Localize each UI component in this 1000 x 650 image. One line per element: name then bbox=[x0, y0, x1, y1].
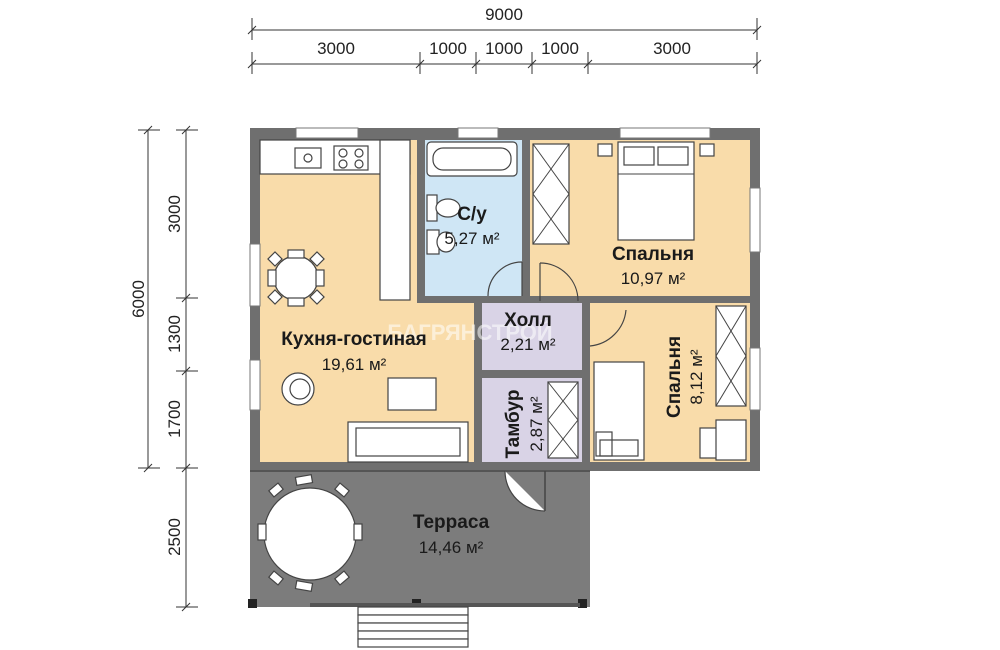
dim-left-seg-3: 1700 bbox=[165, 400, 184, 438]
door-swing bbox=[487, 261, 523, 297]
vestibule-furniture bbox=[504, 381, 579, 512]
bedroom1-name: Спальня bbox=[612, 244, 694, 265]
desk bbox=[715, 419, 747, 461]
vestibule-area: 2,87 м² bbox=[527, 396, 546, 451]
dining-table bbox=[273, 255, 319, 301]
bedroom1-area: 10,97 м² bbox=[621, 269, 686, 288]
desk-chair bbox=[699, 427, 719, 459]
kitchen-name: Кухня-гостиная bbox=[281, 329, 427, 350]
double-bed bbox=[617, 141, 695, 241]
hall-area: 2,21 м² bbox=[500, 335, 555, 354]
door-swing bbox=[539, 262, 579, 302]
wardrobe bbox=[547, 381, 579, 459]
kitchen-cabinet bbox=[379, 139, 411, 301]
bedroom2-furniture bbox=[589, 305, 747, 461]
vestibule-name: Тамбур bbox=[503, 390, 524, 459]
entrance-door-swing bbox=[504, 470, 546, 512]
single-bed bbox=[593, 361, 645, 461]
bathroom-fixtures bbox=[426, 141, 523, 297]
coffee-table bbox=[387, 377, 437, 411]
bathroom-area: 5,27 м² bbox=[444, 229, 499, 248]
door-swing bbox=[589, 309, 627, 347]
windows bbox=[249, 127, 761, 411]
wardrobe bbox=[715, 305, 747, 407]
dim-left-seg-2: 1300 bbox=[165, 315, 184, 353]
hall-floor bbox=[482, 303, 582, 372]
terrace-furniture bbox=[257, 473, 363, 593]
dim-top-seg-4: 1000 bbox=[541, 39, 579, 58]
dim-top-seg-2: 1000 bbox=[429, 39, 467, 58]
terrace-table bbox=[263, 487, 357, 581]
watermark: БАГРЯНСТРОЙ bbox=[387, 320, 552, 345]
armchair bbox=[281, 372, 315, 406]
sofa bbox=[347, 421, 469, 463]
dim-top-seg-1: 3000 bbox=[317, 39, 355, 58]
nightstand bbox=[699, 143, 715, 157]
bedroom1-furniture bbox=[532, 141, 715, 302]
terrace-name: Терраса bbox=[413, 512, 490, 533]
interior-walls bbox=[417, 140, 590, 462]
wardrobe bbox=[532, 143, 570, 245]
top-dimensions bbox=[247, 18, 762, 74]
bedroom2-area: 8,12 м² bbox=[687, 349, 706, 404]
kitchen-area: 19,61 м² bbox=[322, 355, 387, 374]
terrace-area: 14,46 м² bbox=[419, 538, 484, 557]
left-dimensions bbox=[138, 125, 198, 612]
dim-left-seg-1: 3000 bbox=[165, 195, 184, 233]
bedroom2-name: Спальня bbox=[664, 336, 685, 418]
dim-left-terrace: 2500 bbox=[165, 518, 184, 556]
entrance-steps bbox=[357, 606, 469, 648]
terrace-post bbox=[578, 599, 587, 608]
bathroom-name: С/у bbox=[457, 204, 487, 225]
dim-top-seg-5: 3000 bbox=[653, 39, 691, 58]
sink-icon bbox=[294, 147, 322, 169]
dim-left-total: 6000 bbox=[129, 280, 148, 318]
dim-top-seg-3: 1000 bbox=[485, 39, 523, 58]
terrace-post bbox=[248, 599, 257, 608]
hall-name: Холл bbox=[504, 310, 552, 331]
dim-top-total: 9000 bbox=[485, 5, 523, 24]
kitchen-furniture bbox=[259, 139, 469, 463]
bathtub-icon bbox=[426, 141, 518, 177]
nightstand bbox=[597, 143, 613, 157]
